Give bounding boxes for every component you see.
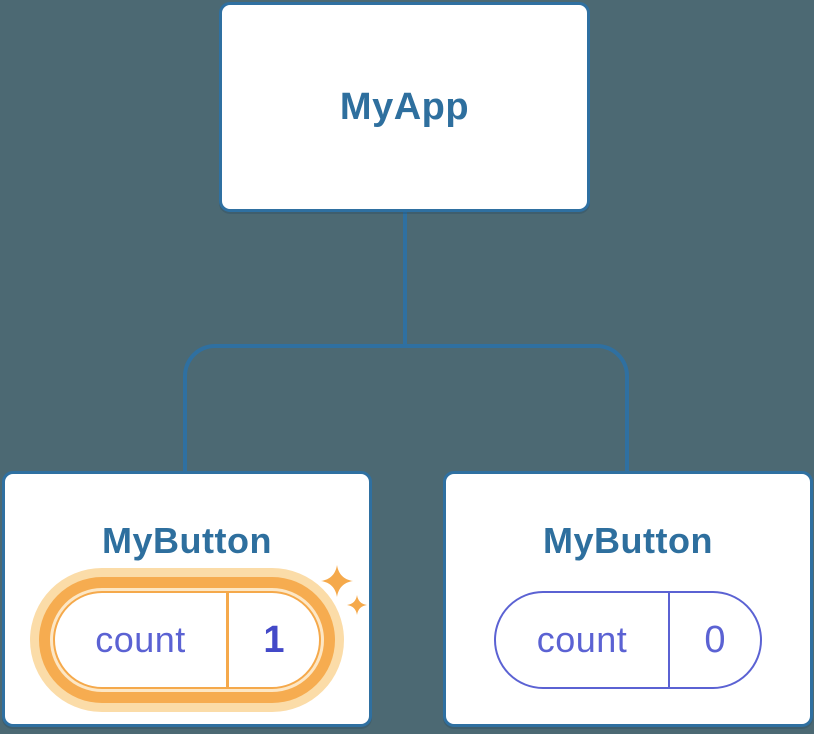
node-mybutton-right-label: MyButton <box>543 520 713 561</box>
state-key: count <box>536 619 628 660</box>
pill-divider <box>668 593 670 687</box>
sparkles-icon <box>319 564 369 620</box>
node-mybutton-left-label: MyButton <box>102 520 272 561</box>
node-myapp: MyApp <box>219 2 590 212</box>
connector-root-stem <box>403 210 407 348</box>
pill-divider <box>226 593 229 687</box>
state-pill-highlighted: count 1 <box>53 591 321 689</box>
node-mybutton-right: MyButton count 0 <box>443 471 813 727</box>
node-myapp-label: MyApp <box>339 85 470 128</box>
state-key: count <box>95 619 186 660</box>
node-mybutton-left: MyButton count 1 <box>2 471 372 727</box>
connector-branch-bracket <box>183 344 629 471</box>
state-value: 0 <box>704 618 726 661</box>
state-value: 1 <box>263 618 285 661</box>
state-pill-plain: count 0 <box>494 591 762 689</box>
